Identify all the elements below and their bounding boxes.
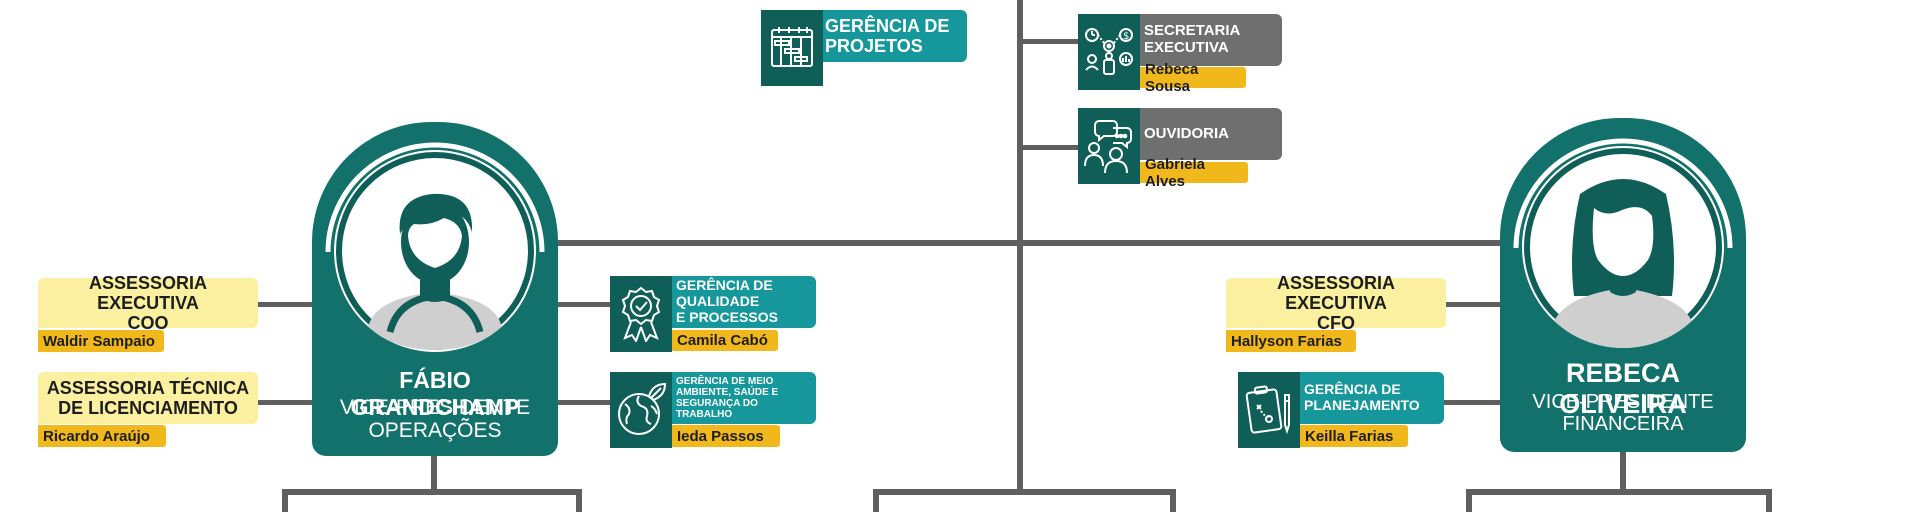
vp-operations-name: FÁBIO GRANDCHAMP [350,367,520,420]
vp-finance-name: REBECA OLIVEIRA [1559,358,1687,419]
bracket-leg [1466,489,1472,512]
vp-finance-role: VICE-PRESIDENTE FINANCEIRA [1532,391,1714,435]
advisory-cfo-title: ASSESSORIA EXECUTIVA CFO [1226,273,1446,333]
people-chat-icon [1078,108,1140,184]
unit-projects-label: GERÊNCIA DE PROJETOS [823,10,967,62]
advisory-cfo-person: Hallyson Farias [1226,330,1356,352]
male-avatar-icon [336,152,534,350]
bracket-leg [1766,489,1772,512]
unit-projects-text: GERÊNCIA DE PROJETOS [825,15,950,56]
unit-ombudsman-label: OUVIDORIA [1140,108,1282,160]
person-name: Keilla Farias [1305,427,1394,445]
unit-secretariat-text: SECRETARIA EXECUTIVA [1144,22,1241,56]
quality-branch [556,302,612,307]
unit-planning-person: Keilla Farias [1300,425,1408,447]
licensing-advisory-branch [250,400,314,405]
trunk-line [1017,0,1023,494]
vp-operations-card[interactable]: FÁBIO GRANDCHAMP VICE-PRESIDENTE OPERAÇÕ… [312,122,558,456]
planning-branch [1444,400,1502,405]
avatar [334,150,536,352]
unit-quality-person: Camila Cabó [672,330,778,351]
advisory-licensing-title: ASSESSORIA TÉCNICA DE LICENCIAMENTO [38,372,258,424]
bottom-bracket-left [282,489,582,495]
bottom-bracket-right [1466,489,1772,495]
advisory-coo-text: ASSESSORIA EXECUTIVA COO [88,272,208,334]
vp-operations-role: VICE-PRESIDENTE OPERAÇÕES [339,396,531,443]
right-vp-stem [1620,452,1626,494]
unit-secretariat-label: SECRETARIA EXECUTIVA [1140,14,1282,66]
advisory-coo-title: ASSESSORIA EXECUTIVA COO [38,273,258,333]
avatar [1522,146,1724,348]
bracket-leg [576,489,582,512]
bracket-leg [282,489,288,512]
person-name: Camila Cabó [677,332,768,349]
person-name: Gabriela Alves [1145,155,1206,190]
vp-finance-card[interactable]: REBECA OLIVEIRA VICE-PRESIDENTE FINANCEI… [1500,118,1746,452]
advisory-coo-person: Waldir Sampaio [38,330,164,352]
advisory-licensing-text: ASSESSORIA TÉCNICA DE LICENCIAMENTO [46,377,250,418]
bracket-leg [873,489,879,512]
unit-ombudsman-person: Gabriela Alves [1140,156,1248,190]
unit-environment-text: GERÊNCIA DE MEIO AMBIENTE, SAÚDE E SEGUR… [676,375,779,421]
gantt-chart-icon [761,10,823,86]
advisory-cfo-text: ASSESSORIA EXECUTIVA CFO [1276,272,1396,334]
person-name: Waldir Sampaio [43,332,155,350]
unit-planning-label: GERÊNCIA DE PLANEJAMENTO [1300,372,1444,424]
left-vp-stem [431,452,437,494]
person-name: Rebeca Sousa [1145,60,1199,95]
secretariat-branch [1020,39,1078,44]
workflow-gears-icon: $ [1078,14,1140,90]
unit-planning-text: GERÊNCIA DE PLANEJAMENTO [1304,381,1420,413]
unit-ombudsman-text: OUVIDORIA [1144,124,1230,142]
eco-globe-icon [610,372,672,448]
unit-quality-text: GERÊNCIA DE QUALIDADE E PROCESSOS [676,277,778,325]
ombudsman-branch [1020,145,1078,150]
main-horizontal-line [540,240,1500,246]
bottom-bracket-center [873,489,1176,495]
advisory-licensing-person: Ricardo Araújo [38,425,166,447]
unit-environment-label: GERÊNCIA DE MEIO AMBIENTE, SAÚDE E SEGUR… [672,372,816,424]
planning-clipboard-icon [1238,372,1300,448]
person-name: Ieda Passos [677,427,764,445]
halo-arc-icon [325,142,545,253]
cfo-advisory-branch [1444,302,1502,307]
unit-quality-label: GERÊNCIA DE QUALIDADE E PROCESSOS [672,276,816,328]
person-name: Ricardo Araújo [43,427,150,445]
quality-award-icon [610,276,672,352]
unit-secretariat-person: Rebeca Sousa [1140,61,1246,95]
coo-advisory-branch [250,302,314,307]
halo-arc-icon [1513,138,1733,249]
unit-environment-person: Ieda Passos [672,425,780,447]
person-name: Hallyson Farias [1231,332,1342,350]
female-avatar-icon [1524,148,1722,348]
environment-branch [556,400,612,405]
svg-text:$: $ [1123,31,1129,42]
bracket-leg [1170,489,1176,512]
